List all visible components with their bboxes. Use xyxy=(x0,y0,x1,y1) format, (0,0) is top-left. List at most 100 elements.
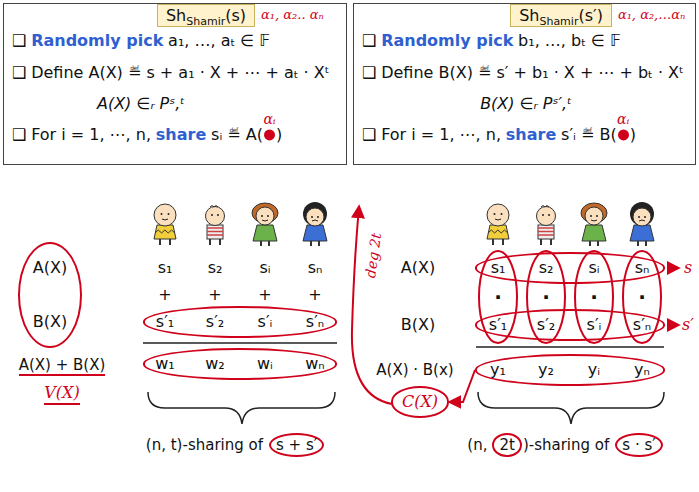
share-value: s₁ xyxy=(158,258,173,277)
caption-text: s + s′ xyxy=(269,433,324,457)
step-keyword: share xyxy=(506,125,556,144)
bullet: ❑ xyxy=(12,31,26,50)
text-line: ❑ Randomly pick b₁, …, bₜ ∈ 𝔽 xyxy=(362,31,621,50)
pointer-dot xyxy=(264,130,275,141)
share-value: y₁ xyxy=(490,360,506,379)
step-keyword: Randomly pick xyxy=(381,31,513,50)
share-value: wₙ xyxy=(305,354,324,373)
character-icon xyxy=(630,202,654,246)
share-value: s′₁ xyxy=(156,312,174,331)
bullet: ❑ xyxy=(362,31,376,50)
share-value: sₙ xyxy=(635,258,650,277)
step-text: a₁, …, aₜ ∈ 𝔽 xyxy=(168,31,270,50)
operator: · xyxy=(638,285,646,309)
share-value: s′ₙ xyxy=(633,315,651,334)
brace xyxy=(478,392,664,424)
share-value: s₁ xyxy=(491,258,506,277)
pointer-dot xyxy=(618,130,629,141)
hand-arrow xyxy=(450,370,475,402)
bullet: ❑ xyxy=(362,125,376,144)
scheme-box: ShShamir(s′)❑Randomly pickb₁, …, bₜ ∈ 𝔽❑… xyxy=(353,3,696,165)
share-value: s₂ xyxy=(208,258,223,277)
step-text: ) xyxy=(630,125,636,144)
text-line: A(X) ∈ᵣ Pˢ,ᵗ xyxy=(97,94,185,113)
hand-note: α₁, α₂.. αₙ xyxy=(261,7,324,23)
share-value: s′₂ xyxy=(537,315,555,334)
text-line: ❑ Define B(X) ≝ s′ + b₁ · X + ⋯ + bₜ · Xᵗ xyxy=(362,63,684,82)
step-keyword: share xyxy=(156,125,206,144)
share-row-oval: s′₁ s′₂ s′ᵢ s′ₙ xyxy=(143,306,337,337)
step-text: ) xyxy=(276,125,282,144)
title-text: (s) xyxy=(225,6,246,25)
share-row-oval: y₁y₂yᵢyₙ xyxy=(475,354,665,385)
character-icon xyxy=(303,202,327,246)
operator: + xyxy=(308,285,321,304)
share-row-oval: w₁w₂wᵢwₙ xyxy=(143,348,337,379)
polynomial-label: A(X) xyxy=(401,258,435,277)
step-text: sᵢ ≝ A( xyxy=(211,125,263,144)
operator: + xyxy=(208,285,221,304)
sum-rule xyxy=(143,342,337,344)
character-icon xyxy=(487,204,509,245)
operator: + xyxy=(258,285,271,304)
caption-line: (n, t)-sharing ofs + s′ xyxy=(146,433,324,457)
step-text: b₁, …, bₜ ∈ 𝔽 xyxy=(518,31,621,50)
share-value: s′₂ xyxy=(206,312,224,331)
share-value: wᵢ xyxy=(257,354,273,373)
character-icon xyxy=(581,203,607,246)
hand-arrow xyxy=(667,324,678,326)
column-oval xyxy=(575,251,613,343)
caption-text: 2t xyxy=(492,433,521,457)
text-line: ❑ For i = 1, ⋯, n, share s′ᵢ ≝ B() xyxy=(362,125,636,144)
share-value: s′ᵢ xyxy=(587,315,602,334)
column-oval xyxy=(623,251,661,343)
share-value: yᵢ xyxy=(588,360,600,379)
text-line: ❑ Randomly pick a₁, …, aₜ ∈ 𝔽 xyxy=(12,31,270,50)
title-text: Sh xyxy=(519,6,539,25)
bullet: ❑ xyxy=(362,63,376,82)
hand-note: α₁, α₂,…αₙ xyxy=(618,7,685,23)
share-value: yₙ xyxy=(634,360,650,379)
share-row-oval: s′₁s′₂s′ᵢs′ₙ xyxy=(475,309,665,340)
formula: A(X) ∈ᵣ Pˢ,ᵗ xyxy=(97,94,185,113)
share-value: s₂ xyxy=(539,258,554,277)
title-text: Shamir xyxy=(186,15,225,28)
operator: + xyxy=(158,285,171,304)
polynomial-label: A(X) xyxy=(33,258,67,277)
caption-text: s · s′ xyxy=(615,433,662,457)
brace xyxy=(148,392,335,424)
step-text: For i = 1, ⋯, n, xyxy=(31,125,151,144)
hand-note: s xyxy=(684,258,692,277)
text-line: ❑ Define A(X) ≝ s + a₁ · X + ⋯ + aₜ · Xᵗ xyxy=(12,63,329,82)
hand-note: αᵢ xyxy=(617,111,629,128)
hand-note: deg 2t xyxy=(363,231,386,278)
scheme-title: ShShamir(s) xyxy=(157,4,255,27)
step-text: Define B(X) ≝ s′ + b₁ · X + ⋯ + bₜ · Xᵗ xyxy=(381,63,684,82)
step-text: For i = 1, ⋯, n, xyxy=(381,125,501,144)
text-line: B(X) ∈ᵣ Pˢ′,ᵗ xyxy=(480,94,572,113)
hand-note: s′ xyxy=(682,315,694,334)
text-line: ❑For i = 1, ⋯, n,sharesᵢ ≝ A() xyxy=(12,125,282,144)
polynomial-label: B(X) xyxy=(33,312,67,331)
share-value: sᵢ xyxy=(588,258,599,277)
share-value: s′ᵢ xyxy=(258,312,273,331)
hand-note: V(X) xyxy=(44,383,79,404)
text-group: sᵢ ≝ A() xyxy=(211,125,282,144)
text-group: s′ᵢ ≝ B() xyxy=(561,125,636,144)
share-row-oval: s₁ s₂ sᵢ sₙ xyxy=(475,252,665,283)
polynomial-label: A(X) · B(x) xyxy=(376,361,453,379)
share-value: s′ₙ xyxy=(306,312,324,331)
step-text: s′ᵢ ≝ B( xyxy=(561,125,617,144)
scheme-title: ShShamir(s′) xyxy=(510,4,612,27)
hand-note: αᵢ xyxy=(263,111,275,128)
formula: B(X) ∈ᵣ Pˢ′,ᵗ xyxy=(480,94,572,113)
operator: · xyxy=(494,285,502,309)
bullet: ❑ xyxy=(12,63,26,82)
step-keyword: Randomly pick xyxy=(31,31,163,50)
column-oval xyxy=(479,251,517,343)
column-oval xyxy=(527,251,565,343)
character-icon xyxy=(154,204,176,245)
operator: · xyxy=(542,285,550,309)
polynomial-circle: C(X) xyxy=(391,386,449,417)
step-text: Define A(X) ≝ s + a₁ · X + ⋯ + aₜ · Xᵗ xyxy=(31,63,329,82)
